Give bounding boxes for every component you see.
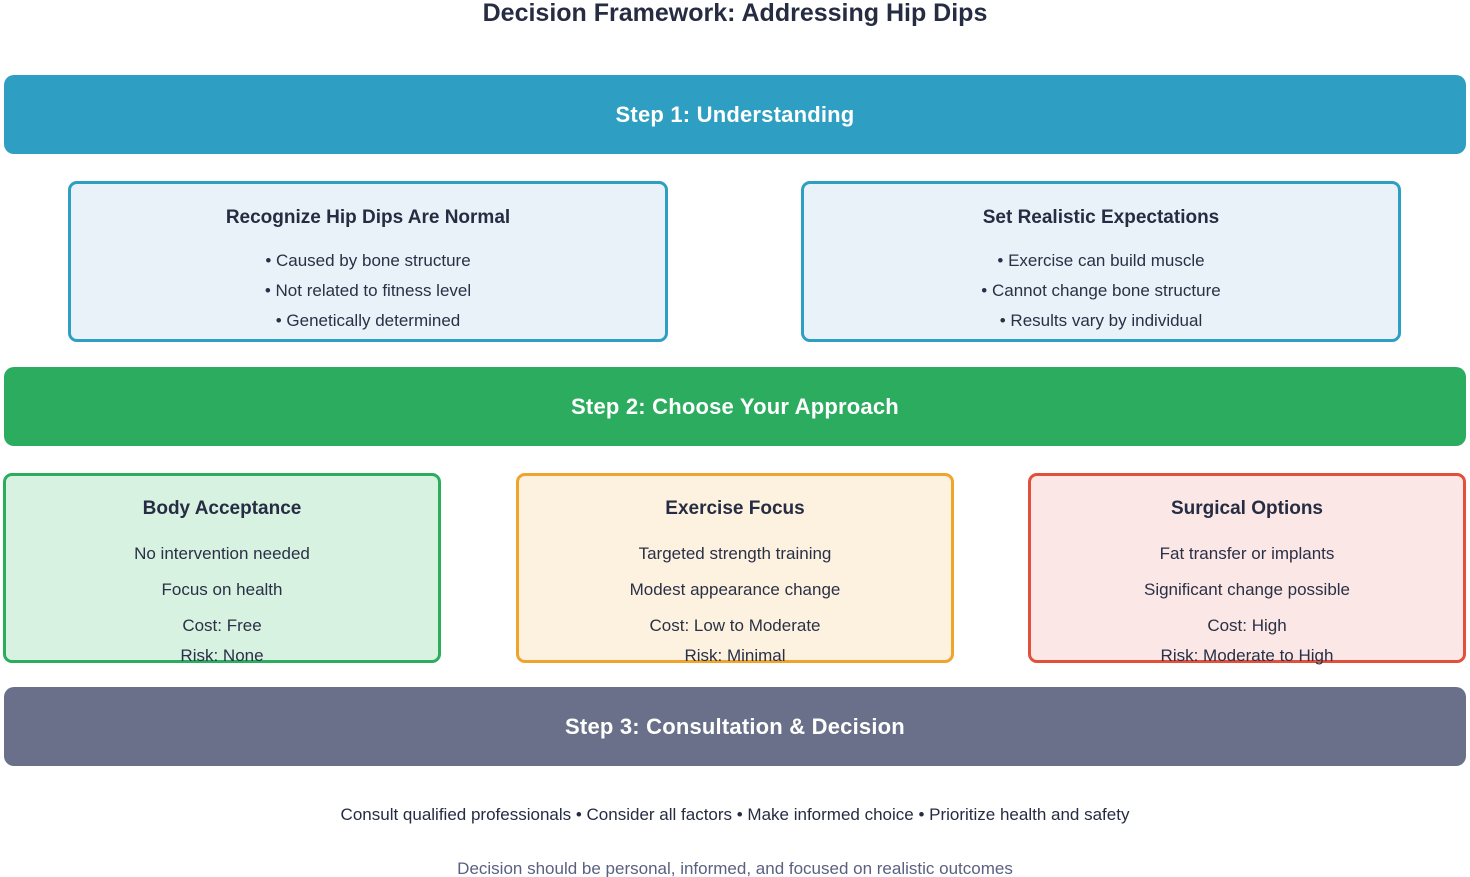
card-realistic-expectations: Set Realistic Expectations • Exercise ca…	[801, 181, 1401, 342]
footer-closing-line: Decision should be personal, informed, a…	[457, 859, 1013, 877]
card-exercise-focus: Exercise Focus Targeted strength trainin…	[516, 473, 954, 665]
detail-line: Targeted strength training	[638, 544, 832, 563]
detail-line: Significant change possible	[1143, 580, 1351, 599]
step1-banner-label: Step 1: Understanding	[615, 101, 855, 127]
bullet-line: • Exercise can build muscle	[997, 251, 1205, 270]
risk-line: Risk: Moderate to High	[1160, 646, 1334, 665]
card-recognize-normal: Recognize Hip Dips Are Normal • Caused b…	[68, 181, 668, 342]
card-body-acceptance: Body Acceptance No intervention needed F…	[3, 473, 441, 665]
step2-banner: Step 2: Choose Your Approach	[4, 367, 1466, 446]
detail-line: Fat transfer or implants	[1159, 544, 1335, 563]
step3-banner: Step 3: Consultation & Decision	[4, 687, 1466, 766]
risk-line: Risk: None	[180, 646, 264, 665]
bullet-line: • Genetically determined	[275, 311, 461, 330]
detail-line: No intervention needed	[134, 544, 310, 563]
bullet-line: • Not related to fitness level	[264, 281, 472, 300]
cost-line: Cost: High	[1207, 616, 1287, 635]
step3-banner-label: Step 3: Consultation & Decision	[565, 713, 905, 739]
detail-line: Modest appearance change	[629, 580, 841, 599]
card-realistic-expectations-title: Set Realistic Expectations	[982, 207, 1220, 228]
bullet-line: • Results vary by individual	[999, 311, 1203, 330]
card-recognize-normal-title: Recognize Hip Dips Are Normal	[225, 207, 511, 228]
footer-advice-line: Consult qualified professionals • Consid…	[340, 805, 1130, 824]
page-title: Decision Framework: Addressing Hip Dips	[482, 0, 988, 27]
detail-line: Focus on health	[161, 580, 283, 599]
bullet-line: • Caused by bone structure	[265, 251, 471, 270]
step1-banner: Step 1: Understanding	[4, 75, 1466, 154]
card-exercise-focus-title: Exercise Focus	[665, 498, 805, 519]
step2-banner-label: Step 2: Choose Your Approach	[571, 393, 899, 419]
card-surgical-options-title: Surgical Options	[1170, 498, 1324, 519]
cost-line: Cost: Low to Moderate	[649, 616, 821, 635]
card-surgical-options: Surgical Options Fat transfer or implant…	[1028, 473, 1466, 665]
bullet-line: • Cannot change bone structure	[981, 281, 1221, 300]
risk-line: Risk: Minimal	[684, 646, 786, 665]
card-body-acceptance-title: Body Acceptance	[142, 498, 302, 519]
cost-line: Cost: Free	[182, 616, 262, 635]
